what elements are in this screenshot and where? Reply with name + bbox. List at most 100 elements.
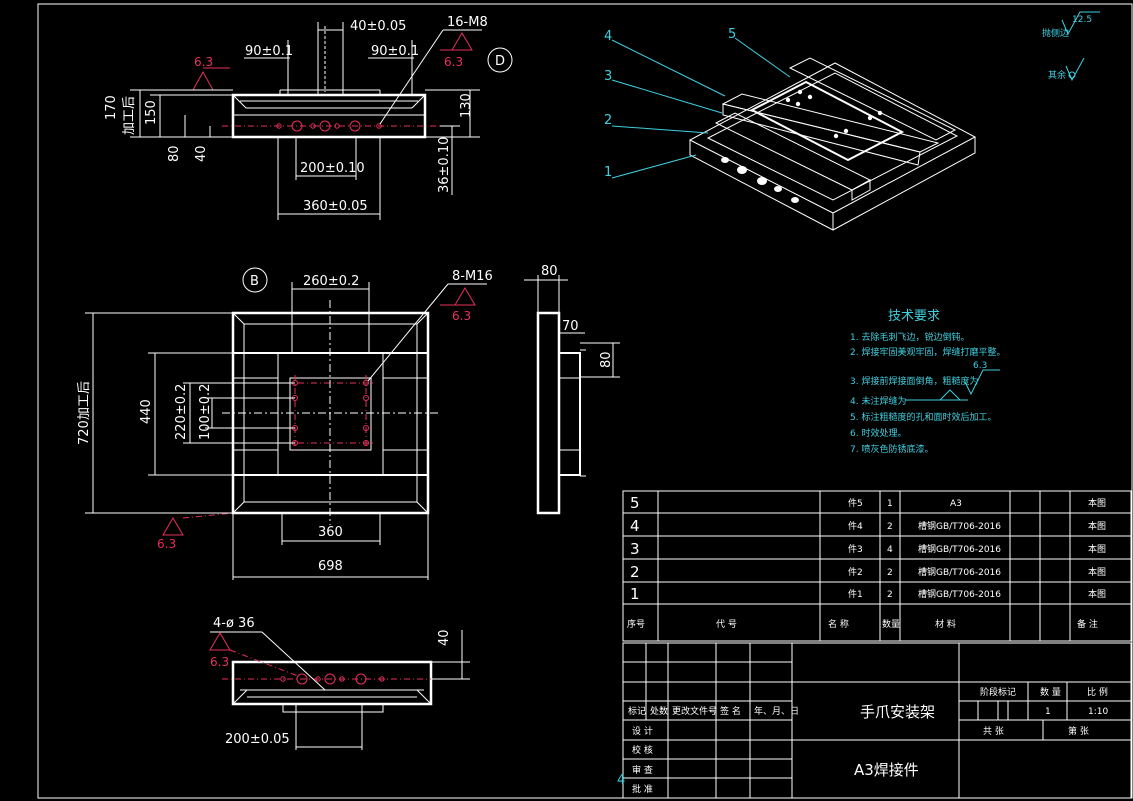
tech-item-6: 6. 时效处理。 — [850, 427, 906, 439]
top-view: 90±0.1 90±0.1 40±0.05 16-M8 6.3 6.3 D 17… — [104, 15, 513, 220]
roughness-top-right: 6.3 — [444, 55, 463, 69]
bom-row-4-note: 本图 — [1088, 520, 1106, 532]
holes-label-8m16: 8-M16 — [452, 269, 493, 284]
tech-item-5: 5. 标注粗糙度的孔和面时效后加工。 — [850, 411, 996, 423]
rev-header-doc: 更改文件号 — [672, 705, 717, 717]
weight-label: 数 量 — [1040, 686, 1061, 698]
bom-row-4-qty: 2 — [887, 522, 893, 532]
dim-100: 100±0.2 — [198, 384, 213, 440]
bom-row-2-name: 件2 — [848, 566, 863, 578]
title-block: 手爪安装架 A3焊接件 阶段标记 数 量 比 例 1 1:10 共 张 第 张 … — [617, 642, 1132, 799]
bom-row-2-note: 本图 — [1088, 566, 1106, 578]
surface-symbols: 12.5 抛侧边 其余 — [1042, 11, 1100, 82]
bom-row-5-qty: 1 — [887, 499, 893, 509]
roughness-front: 6.3 — [452, 309, 471, 323]
bom-header-code: 代 号 — [716, 619, 737, 630]
qty-value: 1 — [1045, 707, 1051, 717]
side-view: 80 70 80 — [524, 264, 620, 515]
dim-698: 698 — [318, 559, 343, 574]
bom-row-1-no: 1 — [630, 585, 640, 603]
dim-220: 220±0.2 — [174, 384, 189, 440]
bom-header-note: 备 注 — [1077, 618, 1098, 630]
bom-row-3-material: 槽钢GB/T706-2016 — [918, 543, 1001, 555]
bom-row-5-material: A3 — [950, 499, 962, 509]
bom-row-2-qty: 2 — [887, 568, 893, 578]
tech-item-7: 7. 喷灰色防锈底漆。 — [850, 443, 933, 455]
tech-item-4: 4. 未注焊缝为 — [850, 395, 906, 407]
bom-row-2-material: 槽钢GB/T706-2016 — [918, 566, 1001, 578]
bom-row-3-qty: 4 — [887, 545, 893, 555]
role-check: 校 核 — [632, 744, 653, 756]
bottom-view: 4-ø 36 6.3 40 200±0.05 — [209, 616, 470, 750]
iso-callout-4: 4 — [604, 29, 612, 44]
sheet-border — [37, 3, 1133, 799]
tech-requirements: 技术要求 1. 去除毛刺飞边，锐边倒钝。 2. 焊接牢固美观牢固，焊缝打磨平整。… — [850, 309, 1005, 455]
bom-header-material: 材 料 — [935, 618, 956, 630]
stage-label: 阶段标记 — [980, 686, 1016, 698]
dim-80-side-right: 80 — [599, 351, 614, 368]
dim-170: 170 — [104, 95, 119, 120]
dim-40-top: 40±0.05 — [350, 19, 406, 34]
bom-row-1-qty: 2 — [887, 590, 893, 600]
dim-360-front: 360 — [318, 525, 343, 540]
bom-row-3-name: 件3 — [848, 543, 863, 555]
dim-130: 130 — [459, 93, 474, 118]
tech-item-3: 3. 焊接前焊接面倒角，粗糙度为 — [850, 375, 978, 387]
dim-150: 150 — [144, 100, 159, 125]
bom-header-qty: 数量 — [882, 618, 900, 630]
ra-value-top: 12.5 — [1072, 15, 1092, 25]
roughness-front-bottom: 6.3 — [157, 537, 176, 551]
rev-header-mark: 标记 — [628, 705, 646, 717]
dim-36: 36±0.10 — [437, 137, 452, 193]
tech-item-1: 1. 去除毛刺飞边，锐边倒钝。 — [850, 331, 969, 343]
tech-item-2: 2. 焊接牢固美观牢固，焊缝打磨平整。 — [850, 346, 1005, 358]
scale-label: 比 例 — [1087, 686, 1108, 698]
bom-row-5-no: 5 — [630, 494, 640, 512]
dim-260: 260±0.2 — [303, 274, 359, 289]
rev-header-date: 年、月、日 — [754, 705, 799, 717]
iso-view: 4 5 3 2 1 — [604, 27, 977, 231]
role-design: 设 计 — [632, 725, 653, 737]
dim-200-bottom: 200±0.05 — [225, 732, 290, 747]
bom-row-4-material: 槽钢GB/T706-2016 — [918, 520, 1001, 532]
bom-row-1-note: 本图 — [1088, 588, 1106, 600]
dim-360-top: 360±0.05 — [303, 199, 368, 214]
view-tag-d: D — [495, 54, 505, 69]
part-material: A3焊接件 — [854, 761, 919, 779]
dim-200-top: 200±0.10 — [300, 161, 365, 176]
part-name: 手爪安装架 — [860, 703, 935, 721]
bom-row-1-name: 件1 — [848, 588, 863, 600]
dim-90-left: 90±0.1 — [245, 44, 293, 59]
bom-row-3-no: 3 — [630, 540, 640, 558]
rev-header-count: 处数 — [650, 705, 668, 717]
dim-90-right: 90±0.1 — [371, 44, 419, 59]
bom-row-5-name: 件5 — [848, 497, 863, 509]
sheet-total: 共 张 — [983, 726, 1004, 737]
dim-720: 720 — [77, 420, 92, 445]
label-machined-top: 加工后 — [122, 96, 137, 135]
tech-title: 技术要求 — [888, 309, 940, 324]
holes-label-4d36: 4-ø 36 — [213, 616, 255, 631]
role-review: 审 查 — [632, 764, 653, 776]
label-machined-front: 加工后 — [77, 381, 92, 420]
view-tag-b: B — [250, 274, 259, 289]
corner-mark: 4 — [617, 773, 625, 788]
dim-40-left: 40 — [194, 145, 209, 162]
dim-70-side: 70 — [562, 319, 579, 334]
front-view: B 260±0.2 8-M16 6.3 6.3 720 加工后 440 220±… — [77, 267, 493, 580]
tech-ra-value: 6.3 — [973, 361, 987, 371]
dim-40-bottom: 40 — [437, 629, 452, 646]
symbol-label-1: 抛侧边 — [1042, 27, 1069, 39]
iso-callout-5: 5 — [728, 27, 736, 42]
holes-label-16m8: 16-M8 — [447, 15, 488, 30]
roughness-bottom: 6.3 — [210, 655, 229, 669]
bom-row-4-name: 件4 — [848, 520, 863, 532]
bom-header-no: 序号 — [627, 618, 645, 630]
sheet-no: 第 张 — [1068, 725, 1089, 737]
bom-row-3-note: 本图 — [1088, 543, 1106, 555]
dim-80-top: 80 — [167, 145, 182, 162]
bom-header-name: 名 称 — [828, 618, 849, 630]
iso-callout-1: 1 — [604, 165, 612, 180]
bom-row-2-no: 2 — [630, 563, 640, 581]
